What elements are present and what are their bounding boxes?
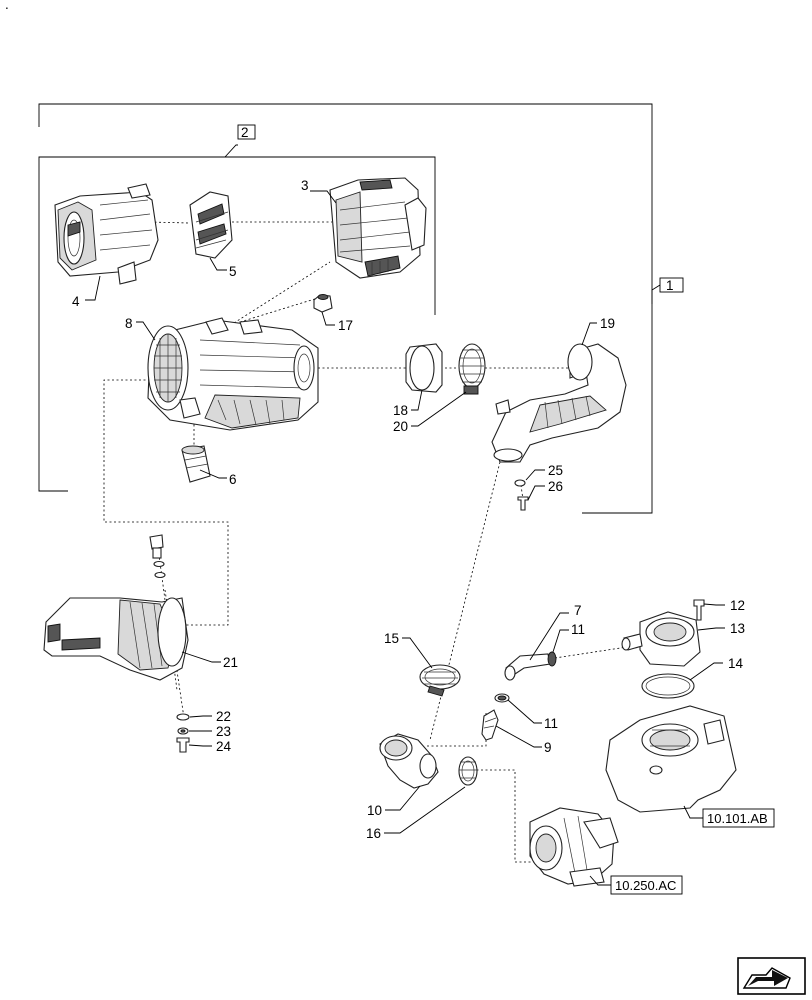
group-1-label: 1 — [666, 278, 674, 293]
drain-valve-part-6 — [181, 445, 211, 483]
breather-part-13 — [621, 611, 701, 667]
callout-5: 5 — [229, 264, 237, 279]
connector-part-9 — [481, 709, 499, 741]
housing-top-part-3 — [329, 177, 427, 279]
leader-lines — [85, 190, 725, 886]
callout-8: 8 — [125, 316, 133, 331]
valve-part-17 — [313, 294, 333, 313]
callout-25: 25 — [548, 463, 563, 478]
callout-11-lower: 11 — [544, 716, 558, 731]
callout-20: 20 — [393, 419, 408, 434]
bolt-part-12 — [693, 599, 705, 621]
callout-15: 15 — [384, 631, 399, 646]
assembly-lines — [103, 221, 641, 863]
hose-clamp-part-16 — [458, 756, 478, 786]
callout-labels: 3 4 5 6 7 8 9 10 11 11 12 13 14 15 16 17… — [72, 178, 745, 841]
reference-engine-box[interactable]: 10.101.AB — [702, 808, 775, 828]
callout-22: 22 — [216, 709, 231, 724]
callout-14: 14 — [728, 656, 744, 671]
callout-10: 10 — [367, 803, 382, 818]
hose-clamp-part-11-lower — [494, 693, 510, 703]
callout-11-upper: 11 — [571, 622, 585, 637]
callout-21: 21 — [223, 655, 238, 670]
hose-clamp-part-11-upper — [547, 651, 557, 667]
reference-turbo-box[interactable]: 10.250.AC — [610, 875, 683, 895]
breather-hose-part-7 — [504, 653, 551, 681]
duct-fastener-top — [149, 534, 166, 579]
intake-elbow-part-19 — [491, 343, 627, 463]
callout-26: 26 — [548, 479, 563, 494]
air-duct-part-21 — [43, 597, 189, 681]
air-filter-housing-part-8 — [147, 317, 319, 431]
callout-16: 16 — [366, 826, 381, 841]
turbocharger — [529, 807, 619, 887]
hose-clamp-part-15 — [419, 664, 461, 697]
callout-18: 18 — [393, 403, 408, 418]
callout-23: 23 — [216, 724, 231, 739]
callout-13: 13 — [730, 621, 745, 636]
callout-6: 6 — [229, 472, 237, 487]
reference-turbo-label: 10.250.AC — [615, 878, 676, 893]
group-2-frame: 2 — [38, 124, 436, 492]
bolt-part-24 — [176, 737, 190, 753]
corner-mark: . — [5, 0, 9, 12]
washer-part-23 — [177, 727, 189, 735]
o-ring-part-14 — [641, 673, 695, 699]
callout-3: 3 — [301, 178, 309, 193]
callout-19: 19 — [600, 316, 615, 331]
group-1-frame: 1 — [38, 103, 684, 514]
hose-clamp-part-20 — [458, 343, 486, 395]
reference-engine-label: 10.101.AB — [707, 811, 768, 826]
callout-12: 12 — [730, 598, 745, 613]
washer-part-22 — [176, 713, 190, 721]
callout-4: 4 — [72, 294, 80, 309]
group-2-label: 2 — [241, 125, 249, 140]
callout-24: 24 — [216, 739, 232, 754]
filter-element-part-5 — [189, 191, 233, 259]
filter-cover-part-4 — [54, 183, 159, 285]
turbo-hose-part-10 — [379, 733, 439, 789]
engine-cover — [605, 705, 737, 813]
washer-part-25 — [514, 479, 526, 487]
callout-7: 7 — [574, 603, 582, 618]
callout-9: 9 — [544, 740, 552, 755]
sleeve-part-18 — [405, 343, 443, 393]
callout-17: 17 — [338, 318, 353, 333]
previous-page-arrow-icon[interactable] — [737, 957, 806, 995]
bolt-part-26 — [517, 496, 529, 511]
